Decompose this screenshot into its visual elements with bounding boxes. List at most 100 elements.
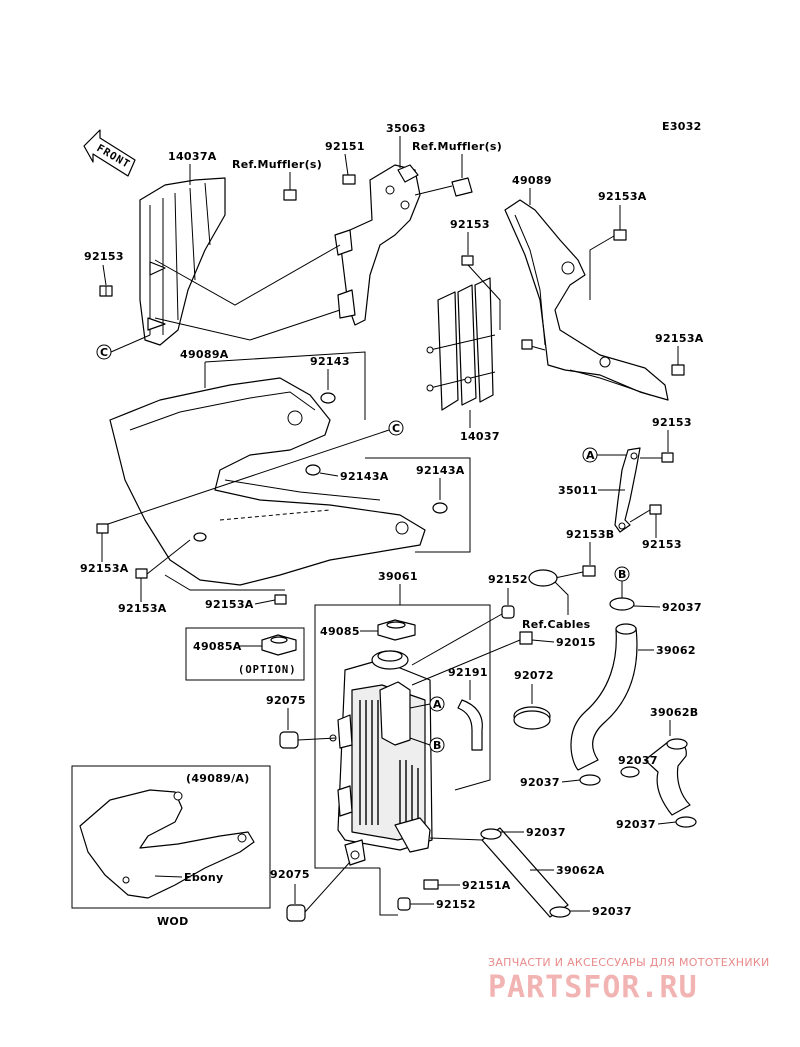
- cable-clamp-icon: [528, 569, 558, 587]
- label-refcables: Ref.Cables: [522, 618, 591, 631]
- label-refmuffler-right: Ref.Muffler(s): [412, 140, 502, 153]
- label-option: (OPTION): [238, 664, 297, 676]
- label-35063: 35063: [386, 122, 426, 135]
- left-shroud-49089A: [109, 377, 426, 586]
- callout-a-2: A: [433, 698, 442, 711]
- label-39061: 39061: [378, 570, 418, 583]
- label-92037-3: 92037: [520, 776, 560, 789]
- label-92153-r2: 92153: [642, 538, 682, 551]
- shroud-bracket-14037A: [139, 177, 226, 346]
- bolt-icon: [671, 364, 685, 376]
- label-92153B: 92153B: [566, 528, 614, 541]
- label-92037-5: 92037: [526, 826, 566, 839]
- bolt-icon: [613, 229, 627, 241]
- callout-b-2: B: [433, 739, 442, 752]
- band-clamp-92072: [513, 706, 551, 730]
- label-39062: 39062: [656, 644, 696, 657]
- label-92072: 92072: [514, 669, 554, 682]
- hose-39062A: [480, 827, 569, 918]
- watermark-tagline: ЗАПЧАСТИ И АКСЕССУАРЫ ДЛЯ МОТОТЕХНИКИ: [488, 956, 770, 969]
- label-92037-1: 92037: [662, 601, 702, 614]
- label-14037: 14037: [460, 430, 500, 443]
- grommet-icon: [193, 532, 207, 542]
- diagram-code: E3032: [662, 120, 702, 133]
- label-92153A-l2: 92153A: [118, 602, 167, 615]
- bolt-icon: [461, 255, 474, 266]
- label-49089A-inset: (49089/A): [186, 772, 250, 785]
- bolt-icon: [283, 189, 297, 201]
- label-92075-2: 92075: [270, 868, 310, 881]
- radiator-39061: [329, 650, 433, 866]
- label-92151-top: 92151: [325, 140, 365, 153]
- label-92153A-right: 92153A: [655, 332, 704, 345]
- right-shroud-49089: [504, 199, 669, 401]
- hose-clamp-icon: [549, 906, 571, 918]
- bolt-icon: [135, 568, 148, 579]
- bolt-icon: [342, 174, 356, 185]
- grommet-icon: [305, 464, 321, 476]
- shroud-ebony: [79, 789, 255, 899]
- label-39062A: 39062A: [556, 864, 605, 877]
- front-arrow-icon: FRONT: [83, 129, 136, 177]
- grommet-icon: [432, 502, 448, 514]
- label-92037-4: 92037: [616, 818, 656, 831]
- label-92153A-b: 92153A: [205, 598, 254, 611]
- collar-icon: [501, 605, 515, 619]
- radiator-cap-49085A: [261, 634, 297, 656]
- inset-box: [71, 765, 271, 909]
- label-92152-bot: 92152: [436, 898, 476, 911]
- hose-clamp-icon: [620, 766, 640, 778]
- label-92143A-1: 92143A: [340, 470, 389, 483]
- bracket-tab-icon: [451, 177, 473, 197]
- callout-c-1: C: [100, 346, 108, 359]
- label-49085: 49085: [320, 625, 360, 638]
- label-ebony: Ebony: [184, 871, 223, 884]
- label-wod: WOD: [157, 915, 189, 928]
- bolt-icon: [99, 285, 113, 297]
- grommet-icon: [320, 392, 336, 404]
- collar-icon: [397, 897, 411, 911]
- label-92153-left: 92153: [84, 250, 124, 263]
- hose-clamp-icon: [675, 816, 697, 828]
- hose-clamp-icon: [609, 597, 635, 611]
- watermark-logo: PARTSFOR.RU: [488, 970, 698, 1005]
- label-92075-1: 92075: [266, 694, 306, 707]
- label-92143: 92143: [310, 355, 350, 368]
- clip-icon: [519, 631, 533, 645]
- label-14037A: 14037A: [168, 150, 217, 163]
- label-92015: 92015: [556, 636, 596, 649]
- label-refmuffler-left: Ref.Muffler(s): [232, 158, 322, 171]
- grommet-92075-2: [286, 904, 306, 922]
- bolt-icon: [423, 879, 439, 890]
- label-92191: 92191: [448, 666, 488, 679]
- label-92153A-l1: 92153A: [80, 562, 129, 575]
- label-92152-top: 92152: [488, 573, 528, 586]
- label-92037-6: 92037: [592, 905, 632, 918]
- label-49085A: 49085A: [193, 640, 242, 653]
- bolt-icon: [649, 504, 662, 515]
- label-92143A-2: 92143A: [416, 464, 465, 477]
- radiator-cap-49085: [377, 619, 416, 641]
- label-92153A-top: 92153A: [598, 190, 647, 203]
- label-92153-mid: 92153: [450, 218, 490, 231]
- bolt-icon: [521, 339, 533, 350]
- bolt-icon: [96, 523, 109, 534]
- bolt-icon: [661, 452, 674, 463]
- muffler-bracket-35063: [334, 164, 421, 326]
- radiator-guard-14037: [426, 277, 496, 411]
- bolt-icon: [582, 565, 596, 577]
- callout-c-2: C: [392, 422, 400, 435]
- label-39062B: 39062B: [650, 706, 698, 719]
- hose-clamp-icon: [579, 774, 601, 786]
- label-49089A: 49089A: [180, 348, 229, 361]
- label-92037-2: 92037: [618, 754, 658, 767]
- label-92153-r: 92153: [652, 416, 692, 429]
- hose-39062: [570, 623, 638, 771]
- callout-a-1: A: [586, 449, 595, 462]
- label-92151A: 92151A: [462, 879, 511, 892]
- callout-b-1: B: [618, 568, 627, 581]
- option-box: [185, 627, 305, 681]
- grommet-92075-1: [279, 731, 299, 749]
- hose-39062B: [644, 738, 691, 816]
- label-49089: 49089: [512, 174, 552, 187]
